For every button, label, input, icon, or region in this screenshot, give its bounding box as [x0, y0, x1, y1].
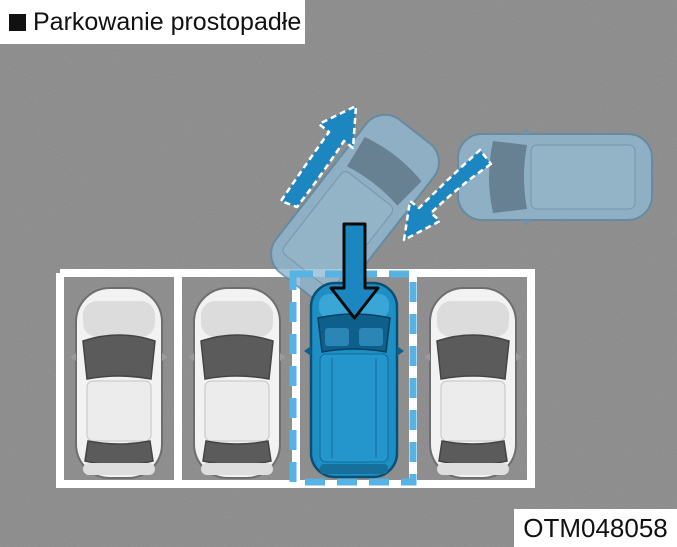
- black-square-icon: [9, 13, 26, 31]
- title-label: Parkowanie prostopadłe: [0, 0, 305, 44]
- figure-code: OTM048058: [523, 512, 668, 543]
- curved-arrow-icon: [402, 148, 493, 242]
- curved-arrow-icon: [279, 104, 358, 209]
- parked-car-2: [187, 287, 287, 479]
- page-title: Parkowanie prostopadłe: [33, 7, 302, 36]
- ghost-car-start: [457, 127, 653, 227]
- parked-car-4: [423, 287, 523, 479]
- figure-code-label: OTM048058: [514, 509, 677, 547]
- parked-car-1: [69, 287, 169, 479]
- down-arrow-icon: [329, 222, 380, 320]
- target-bay-highlight: [289, 270, 417, 486]
